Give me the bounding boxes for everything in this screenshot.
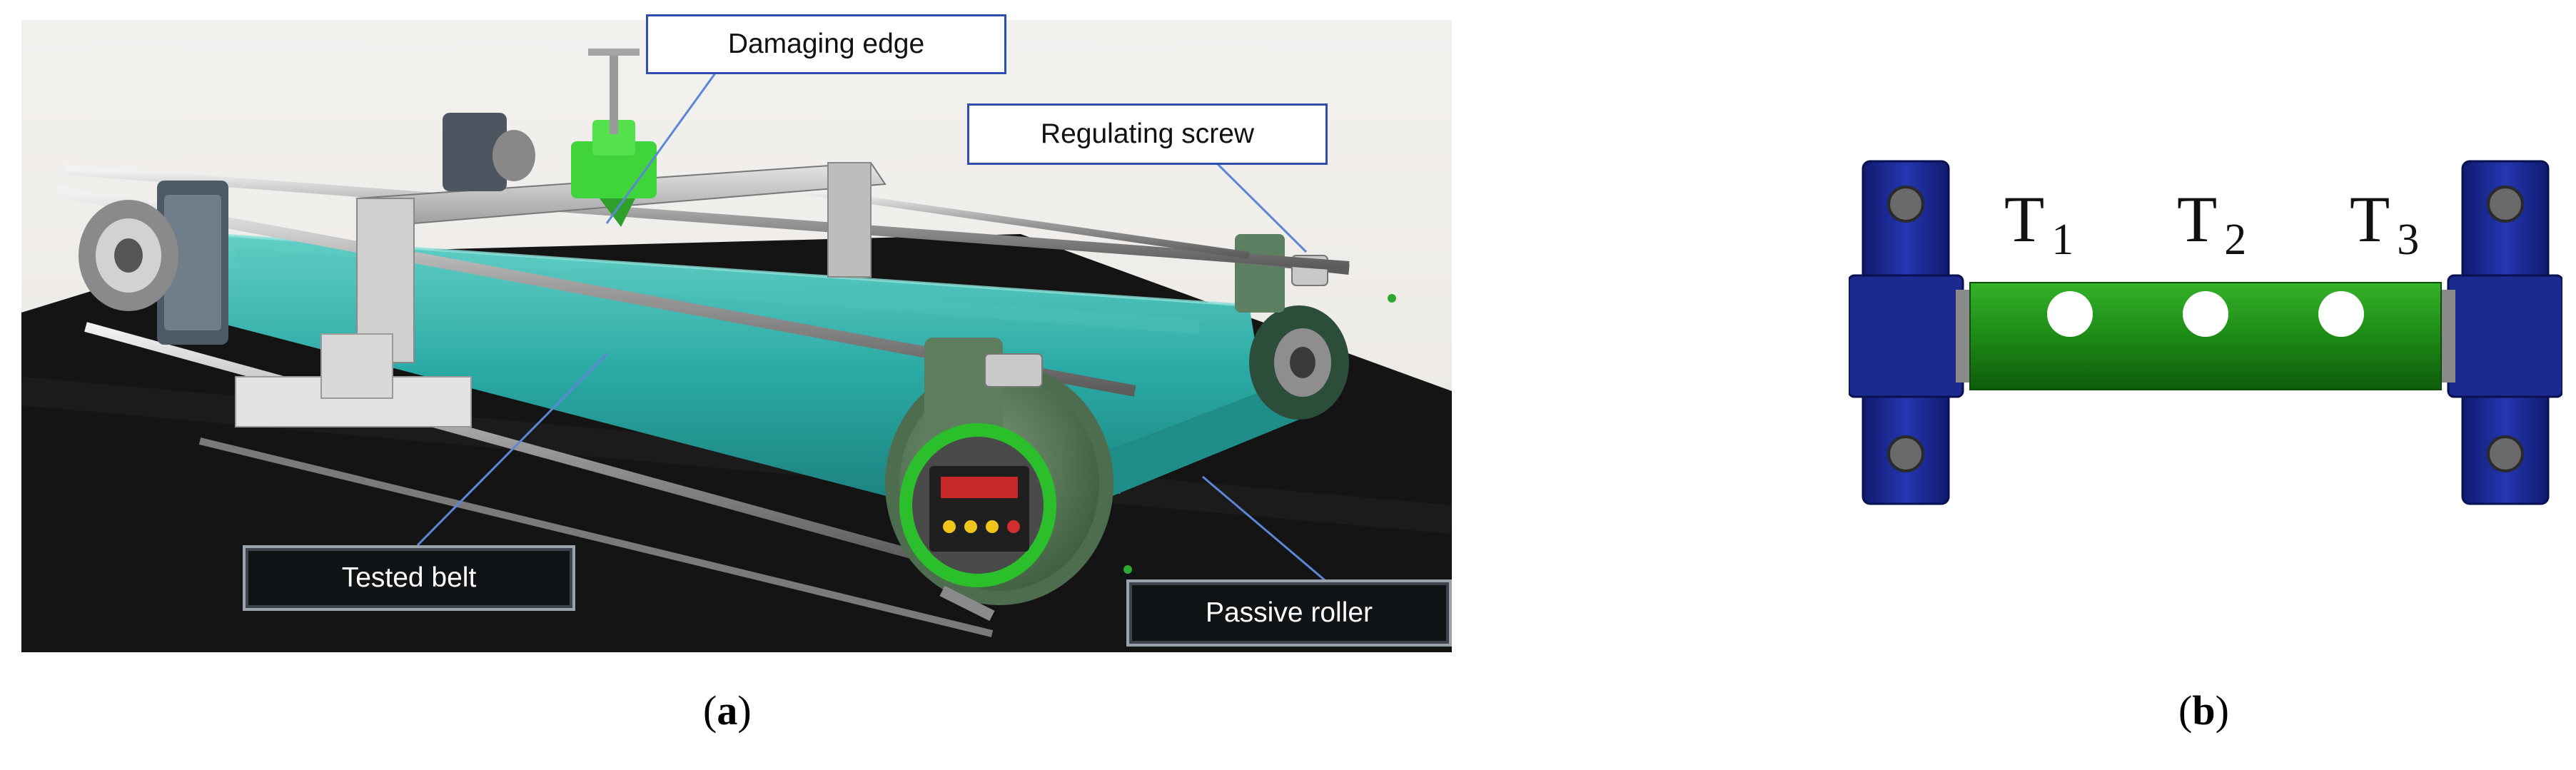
rear-bearing-block [443, 113, 535, 191]
right-bottom-bolt [2487, 435, 2524, 472]
roller-schematic [1849, 160, 2562, 505]
caption-b: (b) [2178, 687, 2229, 734]
regulating-screw-label: Regulating screw [967, 103, 1328, 165]
damaging-edge-label: Damaging edge [646, 14, 1006, 74]
measurement-point-2 [2183, 291, 2228, 337]
tested-belt-label: Tested belt [243, 545, 575, 611]
right-top-bolt [2487, 186, 2524, 223]
passive-roller-label: Passive roller [1126, 579, 1452, 647]
passive-roller-housing [885, 338, 1113, 622]
measurement-point-1 [2047, 291, 2093, 337]
right-support-housing [2447, 160, 2562, 505]
caption-a: (a) [703, 687, 752, 734]
left-bearing-housing [79, 181, 228, 345]
measurement-point-3 [2318, 291, 2364, 337]
left-top-bolt [1887, 186, 1924, 223]
left-bottom-bolt [1887, 435, 1924, 472]
left-support-housing [1849, 160, 1964, 505]
caption-b-letter: b [2192, 687, 2216, 734]
caption-a-letter: a [717, 687, 738, 734]
